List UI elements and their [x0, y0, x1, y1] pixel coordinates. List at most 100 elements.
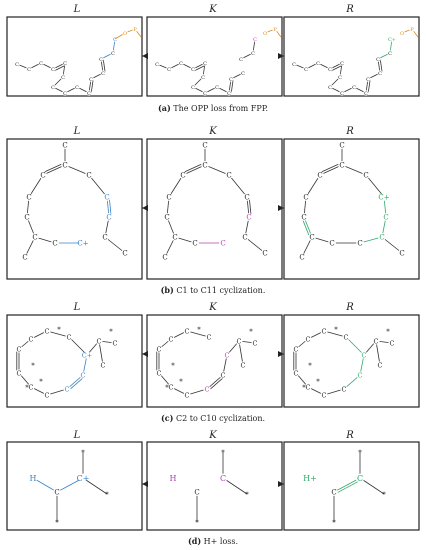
arrow-a-left-head: [142, 53, 148, 59]
arrow-b-left-head: [142, 205, 148, 211]
atom-a-R-2: C: [316, 61, 320, 67]
atom-c-R-10: C: [374, 337, 379, 345]
atom-a-L-10: C: [89, 77, 93, 83]
atom-c-L-8-bg: [43, 327, 51, 335]
bond-b-K-1-double: [181, 162, 205, 174]
atom-c-L-9: C: [29, 335, 34, 343]
bond-b-L-10: [88, 174, 108, 198]
atom-a-L-9-bg: [86, 90, 92, 96]
atom-a-R-3-bg: [327, 66, 333, 72]
atom-a-K-12: C: [239, 57, 243, 63]
bond-a-L-11-double: [102, 58, 106, 73]
atom-b-L-1-bg: [61, 161, 69, 169]
atom-b-L-10: C: [106, 213, 111, 221]
atom-a-R-oxygen: O: [400, 31, 404, 37]
atom-c-R-2-bg: [304, 383, 312, 391]
atom-a-R-4-bg: [339, 60, 345, 66]
atom-c-K-10-bg: [235, 337, 243, 345]
atom-c-L-2-bg: [27, 383, 35, 391]
caption-a-tag: (a): [157, 103, 171, 113]
atom-a-L-0: C: [15, 62, 19, 68]
star-c-L-2: *: [109, 328, 113, 336]
atom-a-L-12: C: [99, 57, 103, 63]
atom-c-L-12-bg: [99, 361, 107, 369]
atom-a-K-0: C: [155, 62, 159, 68]
atom-a-L-1-bg: [26, 66, 32, 72]
caption-c-text: C2 to C10 cyclization.: [175, 414, 266, 423]
atom-a-R-9-bg: [363, 90, 369, 96]
atom-c-R-8: C: [322, 327, 327, 335]
atom-a-L-13-bg: [110, 50, 116, 56]
box-d-L: [6, 441, 143, 531]
atom-b-L-2: C: [40, 171, 45, 179]
atom-c-K-2: C: [169, 383, 174, 391]
atom-b-K-9-bg: [241, 233, 249, 241]
atom-a-K-9-bg: [226, 90, 232, 96]
atom-a-K-10-bg: [228, 76, 234, 82]
atom-c-R-4: C: [342, 385, 347, 393]
atom-c-R-11: C: [390, 339, 395, 347]
atom-a-K-13: C: [251, 51, 255, 57]
atom-b-R-13-bg: [398, 249, 406, 257]
atom-a-R-12: C: [376, 57, 380, 63]
atom-a-L-1: C: [27, 67, 31, 73]
atom-a-R-6: C: [328, 85, 332, 91]
atom-b-R-3-bg: [302, 193, 310, 201]
atom-c-R-0: C: [294, 345, 299, 353]
atom-d-K-hydrogen-bg: [168, 473, 178, 483]
atom-b-L-4-bg: [23, 213, 31, 221]
atom-b-R-4-bg: [300, 213, 308, 221]
bond-c-R-6: [345, 336, 365, 356]
bond-b-K-2: [168, 174, 184, 198]
atom-b-R-11-bg: [380, 193, 388, 201]
atom-a-K-9: C: [227, 91, 231, 97]
atom-c-K-12: C: [241, 361, 246, 369]
title-c-K: K: [209, 302, 217, 313]
atom-a-K-13-bg: [250, 50, 256, 56]
bond-a-L-3-double: [53, 64, 67, 72]
atom-a-L-11-bg: [100, 70, 106, 76]
star-c-R-3: *: [316, 378, 320, 386]
atom-b-K-0-bg: [201, 141, 209, 149]
atom-a-L-3: C: [51, 67, 55, 73]
atom-b-K-13: C: [262, 249, 267, 257]
atom-d-R-hydrogen-bg: [305, 473, 315, 483]
atom-c-L-9-bg: [27, 335, 35, 343]
atom-c-K-11: C: [253, 339, 258, 347]
bond-b-R-11: [341, 164, 367, 176]
atom-c-K-1-bg: [155, 369, 163, 377]
atom-b-R-5: C: [309, 233, 314, 241]
atom-c-R-5-bg: [356, 371, 364, 379]
atom-c-L-1-bg: [15, 369, 23, 377]
arrow-d-right-head: [278, 481, 284, 487]
atom-b-K-9: C: [242, 233, 247, 241]
atom-b-K-11-bg: [243, 193, 251, 201]
atom-d-L-c2-bg: [78, 473, 88, 483]
atom-a-K-6-bg: [190, 84, 196, 90]
atom-a-K-12-bg: [238, 56, 244, 62]
star-d-R-bot: *: [332, 519, 336, 527]
bond-c-K-4-double: [208, 376, 225, 391]
atom-b-K-10: C: [246, 213, 251, 221]
atom-b-R-6: C: [299, 253, 304, 261]
bond-c-L-7: [46, 330, 70, 338]
bond-b-L-2: [28, 174, 44, 198]
arrow-a-right-head: [278, 53, 284, 59]
bond-d-K-right: [222, 477, 248, 495]
atom-b-K-11: C: [244, 193, 249, 201]
atom-c-R-7-bg: [342, 333, 350, 341]
atom-c-K-10: C: [237, 337, 242, 345]
star-d-R-top: *: [358, 449, 362, 457]
atom-b-K-12-bg: [225, 171, 233, 179]
atom-b-L-0-bg: [61, 141, 69, 149]
atom-a-R-11-bg: [377, 70, 383, 76]
atom-a-K-3-bg: [190, 66, 196, 72]
star-c-L-0: *: [31, 362, 35, 370]
bond-c-K-7: [186, 330, 210, 338]
atom-c-K-11-bg: [251, 339, 259, 347]
atom-a-R-14-bg: [389, 36, 395, 42]
atom-d-K-c2: C: [220, 474, 226, 483]
star-c-K-1: *: [197, 326, 201, 334]
atom-d-K-c1-bg: [193, 488, 201, 496]
atom-b-L-12-bg: [85, 171, 93, 179]
